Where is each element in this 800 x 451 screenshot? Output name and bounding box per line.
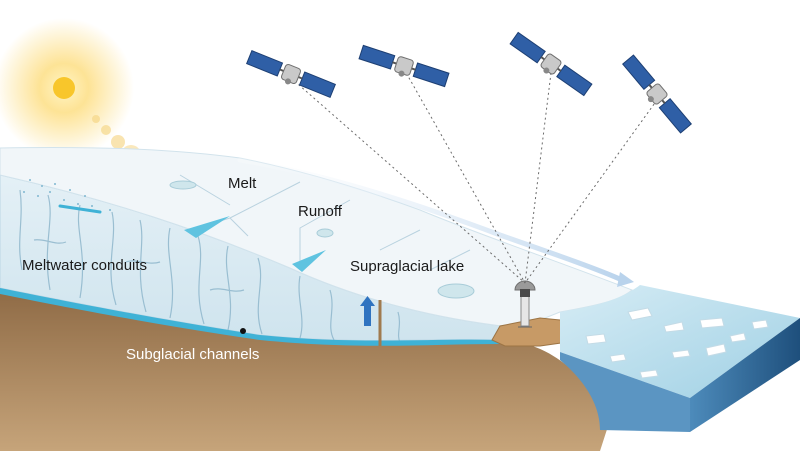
runoff-label: Runoff <box>298 203 342 220</box>
subglacial-channels-label: Subglacial channels <box>126 346 260 363</box>
melt-speckles <box>23 179 111 211</box>
ocean-surface <box>560 285 800 398</box>
subglacial-channel <box>0 288 500 346</box>
melt-label: Melt <box>228 175 257 192</box>
ocean-front <box>560 352 690 432</box>
meltwater-conduits-label: Meltwater conduits <box>22 257 148 274</box>
gps-station-icon <box>514 280 536 328</box>
supraglacial-lake-label: Supraglacial lake <box>350 258 465 275</box>
ocean-side <box>690 318 800 432</box>
sun-icon <box>0 18 141 165</box>
meltwater-streak <box>58 204 102 214</box>
bedrock <box>0 288 610 451</box>
channel-marker <box>240 328 246 334</box>
satellite-icon <box>246 50 336 98</box>
satellite-icon <box>509 31 593 97</box>
satellite-icon <box>622 54 692 134</box>
borehole-instrument <box>360 296 382 346</box>
satellite-signals <box>290 68 658 284</box>
runoff-arrow <box>237 157 625 283</box>
satellite-icon <box>358 44 450 88</box>
ice-surface <box>0 146 633 329</box>
runoff-arrowhead <box>617 272 634 287</box>
moulins <box>184 216 326 272</box>
surface-lakes <box>169 180 475 299</box>
meltwater-conduits <box>19 189 401 343</box>
icebergs <box>585 307 769 379</box>
